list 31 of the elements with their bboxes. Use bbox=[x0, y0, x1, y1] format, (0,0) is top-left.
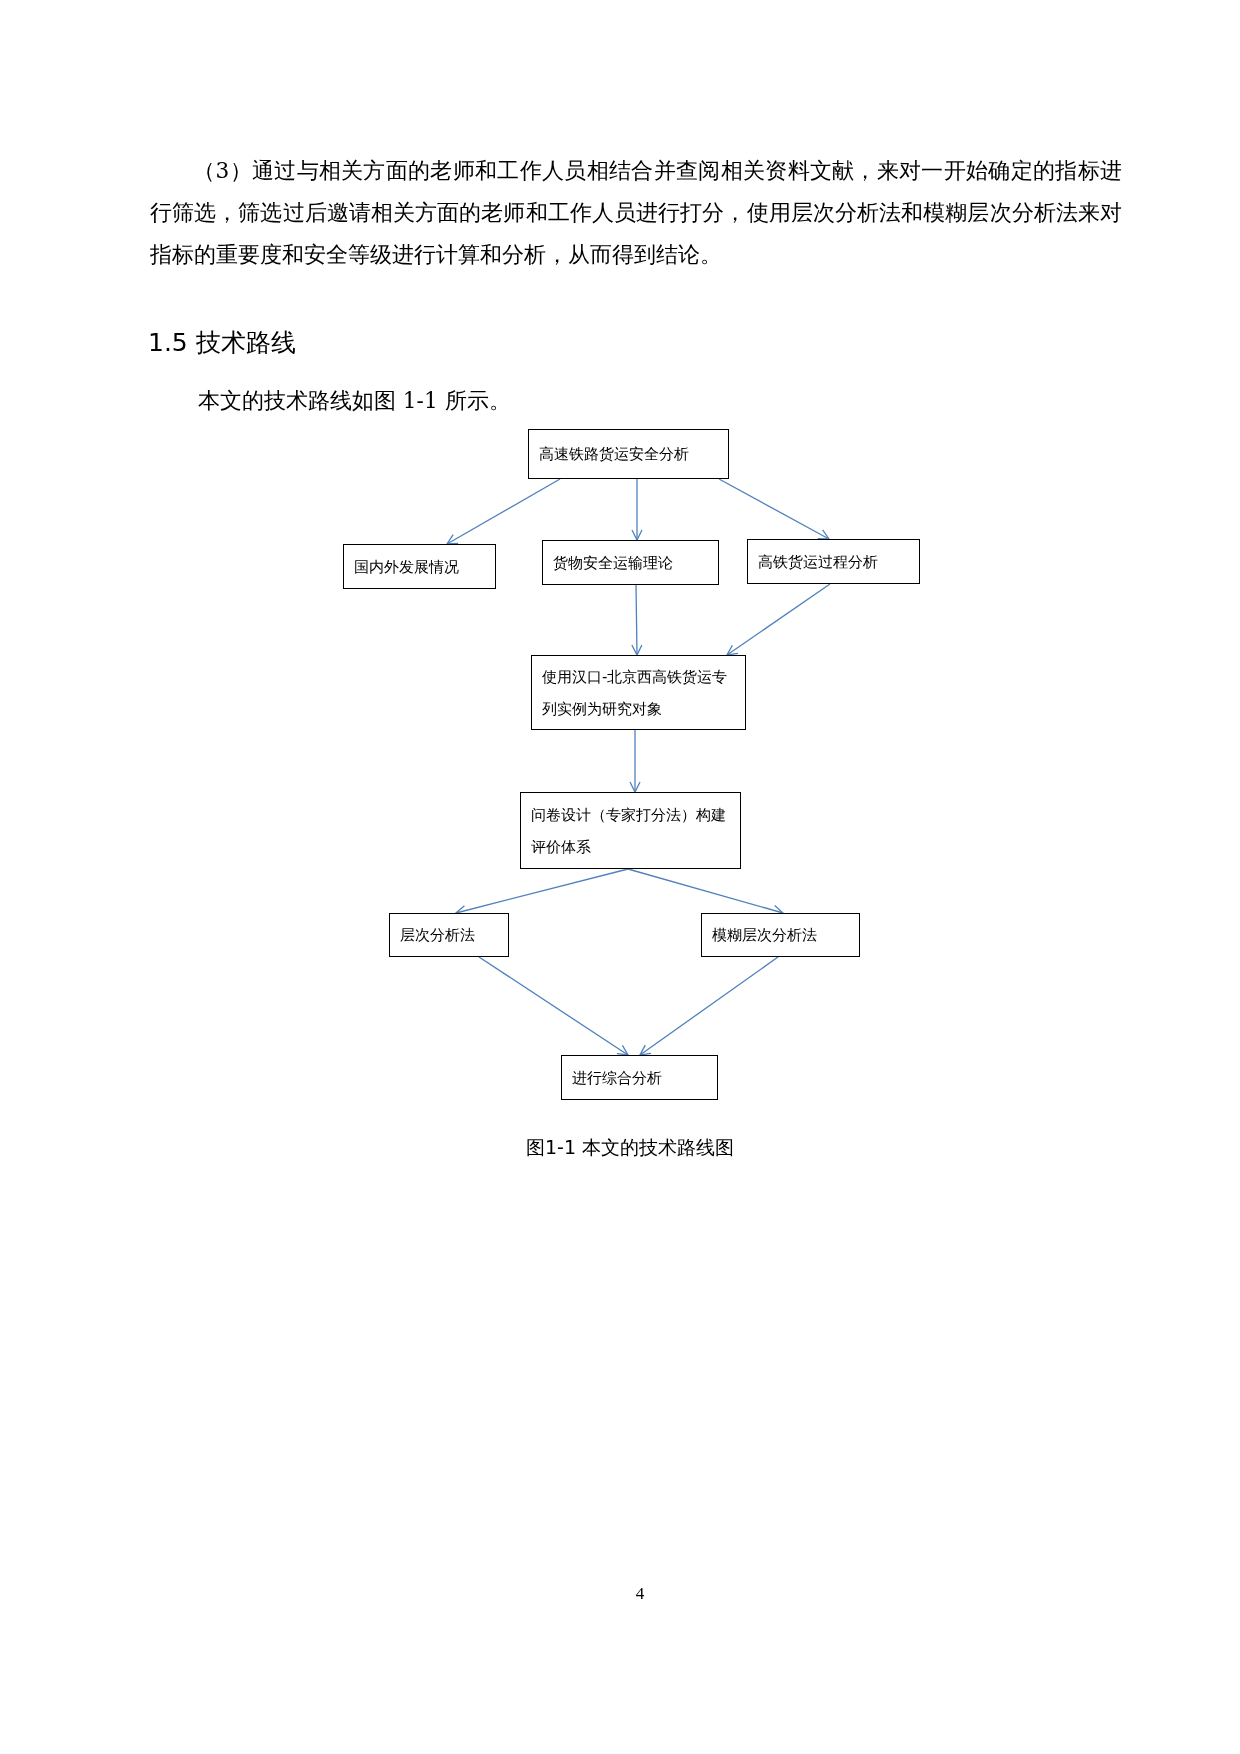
process-box bbox=[561, 1055, 718, 1100]
process-box bbox=[531, 655, 746, 730]
page-number: 4 bbox=[634, 1583, 646, 1605]
node-label: 国内外发展情况 bbox=[354, 556, 459, 578]
arrow bbox=[446, 478, 561, 545]
node-label: 问卷设计（专家打分法）构建评价体系 bbox=[531, 804, 727, 858]
section-heading: 1.5 技术路线 bbox=[148, 327, 297, 359]
arrow bbox=[718, 478, 830, 540]
arrow bbox=[478, 956, 629, 1056]
arrow bbox=[629, 729, 641, 793]
node-label: 高铁货运过程分析 bbox=[758, 551, 878, 573]
node-label: 进行综合分析 bbox=[572, 1067, 662, 1089]
arrow bbox=[631, 584, 643, 656]
node-label: 高速铁路货运安全分析 bbox=[539, 444, 689, 465]
node-label: 层次分析法 bbox=[400, 925, 475, 946]
process-box bbox=[520, 792, 741, 869]
arrow bbox=[639, 956, 779, 1056]
process-box bbox=[528, 429, 729, 479]
process-box bbox=[389, 913, 509, 957]
body-paragraph: （3）通过与相关方面的老师和工作人员相结合并查阅相关资料文献，来对一开始确定的指标进行筛选，筛选过后邀请相关方面的老师和工作人员进行打分，使用层次分析法和模糊层次分析法来对指标的重要度和安全等级进行计算和分析，从而得到结论。 bbox=[150, 157, 1122, 269]
process-box bbox=[747, 539, 920, 584]
process-box bbox=[542, 540, 719, 585]
arrow bbox=[726, 583, 831, 656]
arrow bbox=[631, 478, 643, 541]
process-box bbox=[701, 913, 860, 957]
figure-caption: 图1-1 本文的技术路线图 bbox=[524, 1135, 736, 1160]
node-label: 模糊层次分析法 bbox=[712, 925, 817, 946]
process-box bbox=[343, 544, 496, 589]
node-label: 使用汉口-北京西高铁货运专列实例为研究对象 bbox=[542, 666, 729, 720]
intro-sentence: 本文的技术路线如图 1-1 所示。 bbox=[198, 387, 512, 415]
node-label: 货物安全运输理论 bbox=[553, 552, 673, 574]
